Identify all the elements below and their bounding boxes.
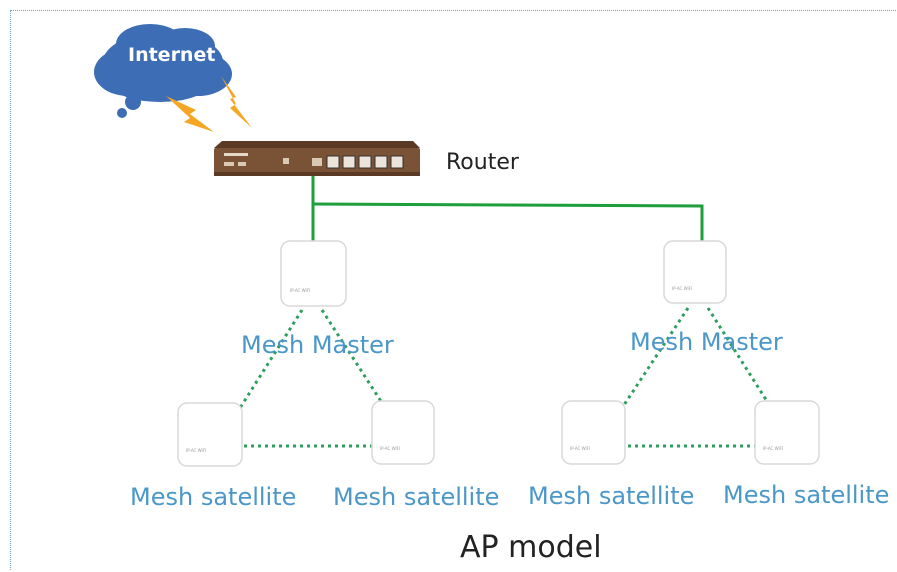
mesh-satellite-label-4: Mesh satellite [723,481,890,509]
router-label: Router [446,150,519,175]
internet-label: Internet [128,44,216,66]
mesh-master-ap-icon: IP-AC WIFI [663,240,727,304]
mesh-satellite-label-3: Mesh satellite [528,482,695,510]
wired-links [311,176,704,243]
svg-text:IP-AC WIFI: IP-AC WIFI [290,288,310,293]
svg-text:IP-AC WIFI: IP-AC WIFI [570,446,590,451]
mesh-satellite-label-1: Mesh satellite [130,483,297,511]
svg-text:IP-AC WIFI: IP-AC WIFI [186,448,206,453]
mesh-satellite-ap-icon: IP-AC WIFI [177,402,243,467]
internet-cloud-icon [94,24,232,118]
mesh-satellite-ap-icon: IP-AC WIFI [371,400,435,465]
svg-text:IP-AC WIFI: IP-AC WIFI [672,286,692,291]
mesh-satellite-ap-icon: IP-AC WIFI [561,400,626,465]
mesh-master-ap-icon: IP-AC WIFI [280,240,347,307]
diagram-caption: AP model [460,530,602,565]
svg-text:IP-AC WIFI: IP-AC WIFI [763,446,783,451]
router-device-icon [214,141,420,176]
mesh-links [238,307,772,448]
lightning-bolt-icon [166,76,252,132]
mesh-master-label-1: Mesh Master [241,331,394,359]
mesh-master-label-2: Mesh Master [630,328,783,356]
mesh-satellite-ap-icon: IP-AC WIFI [754,400,820,465]
frame-border-top [10,10,896,11]
svg-text:IP-AC WIFI: IP-AC WIFI [380,446,400,451]
mesh-satellite-label-2: Mesh satellite [333,483,500,511]
frame-border-left [10,10,11,570]
